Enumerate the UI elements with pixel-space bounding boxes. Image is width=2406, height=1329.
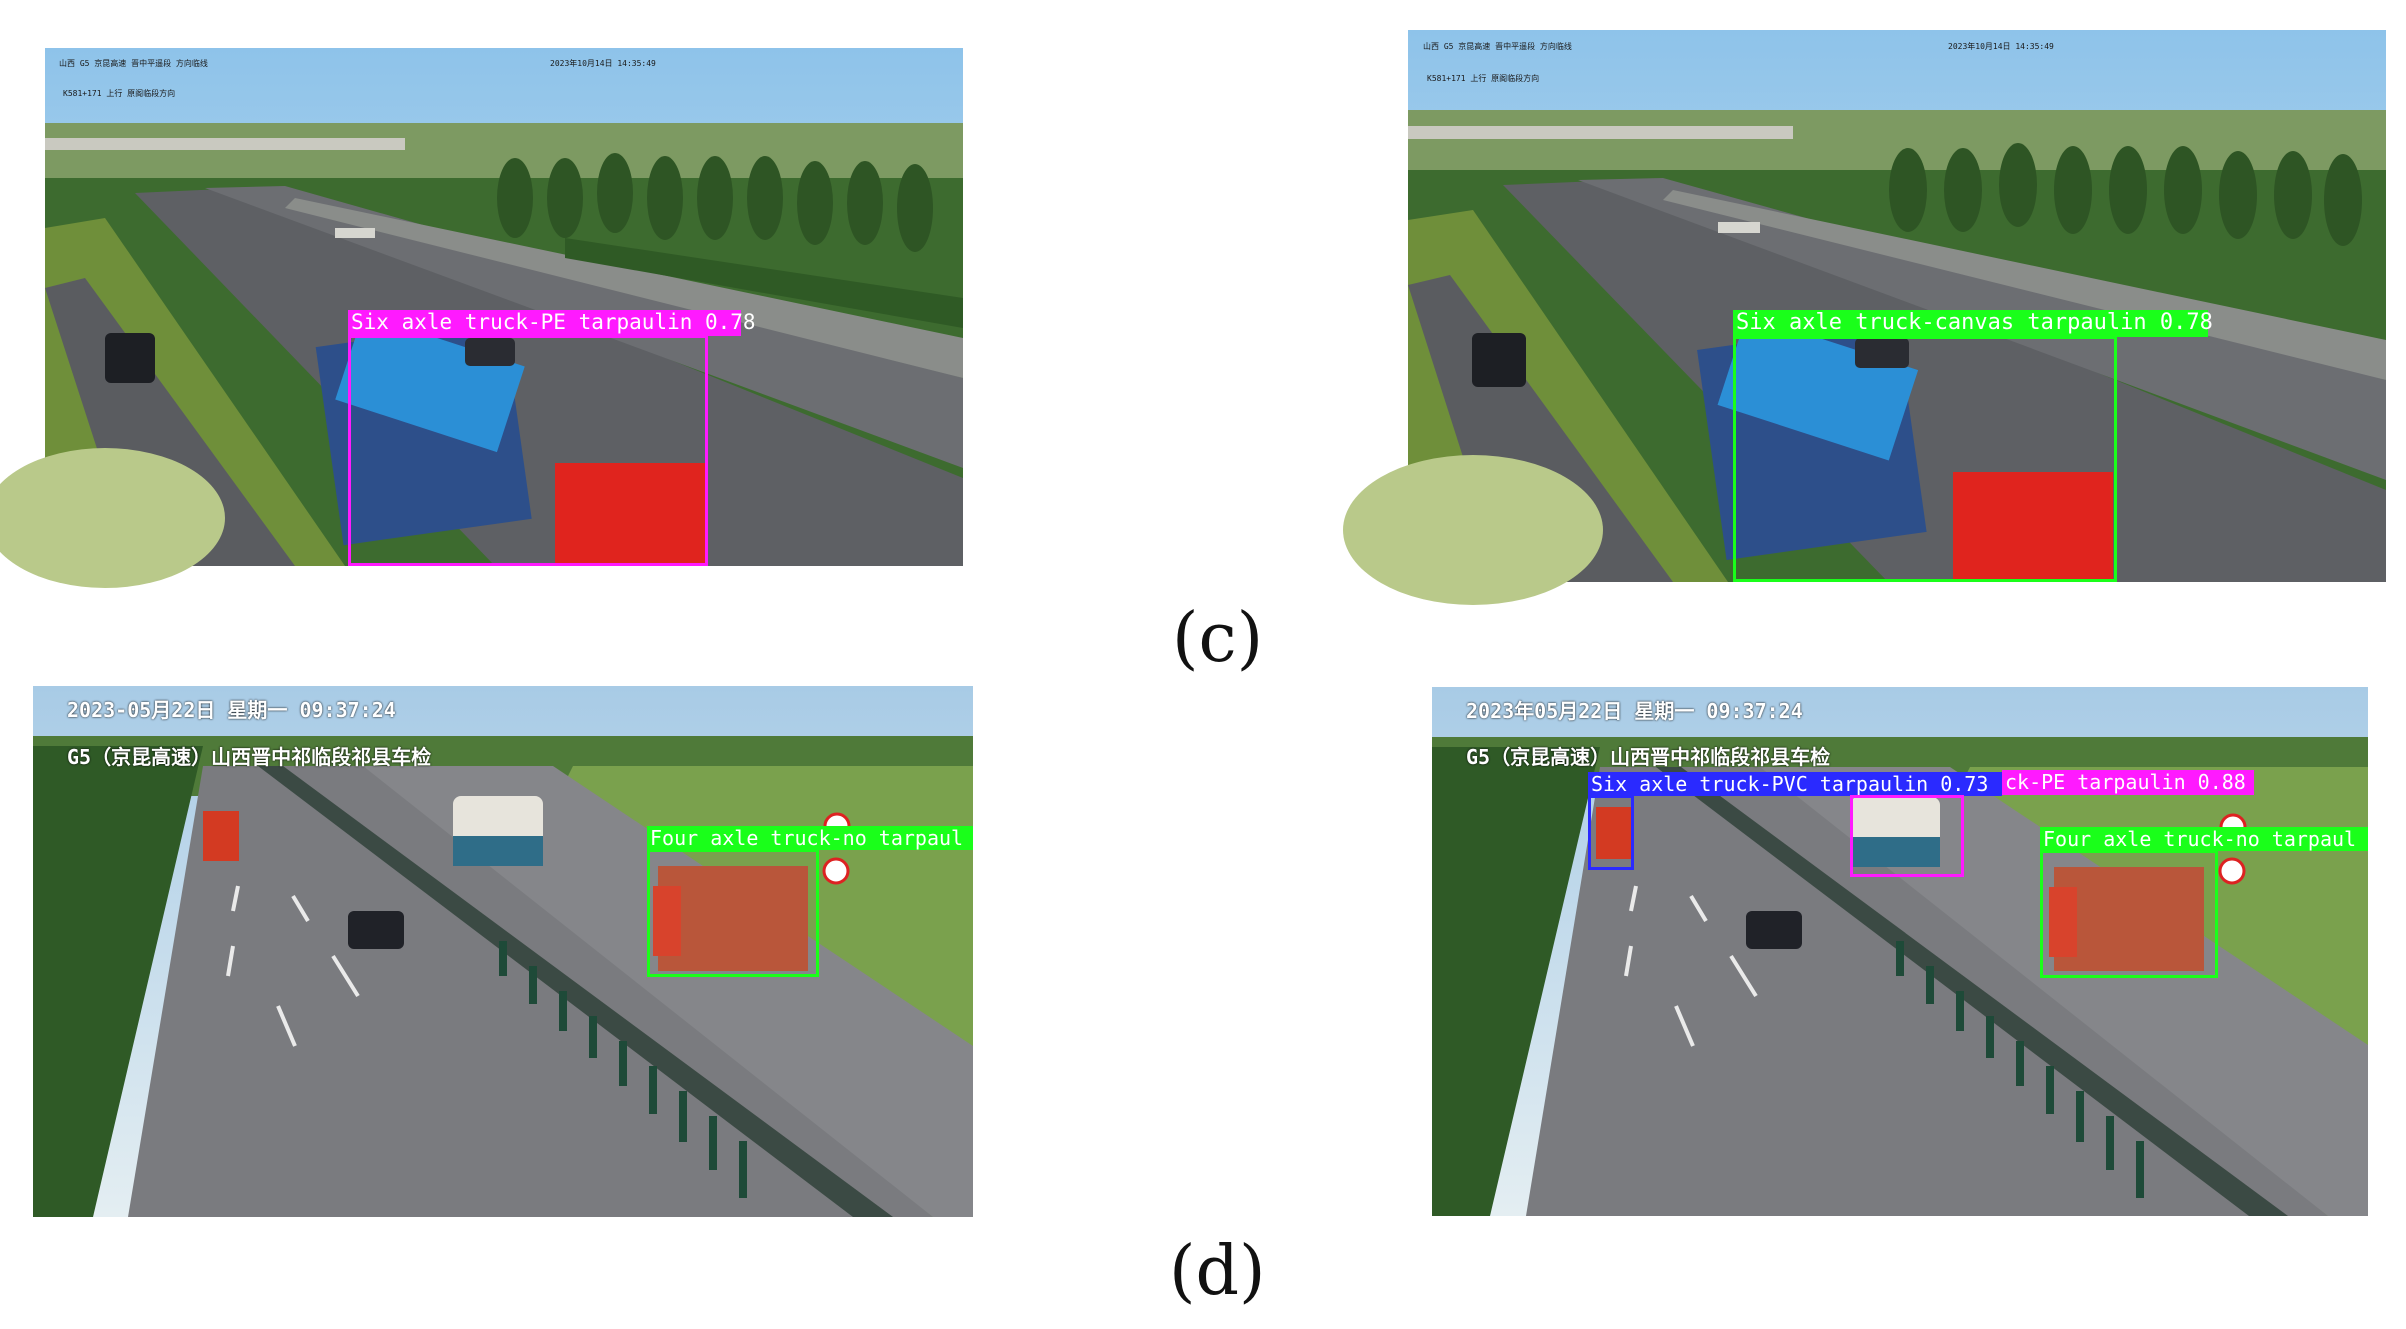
highway-scene-c-right (1343, 30, 2386, 605)
osd-location-d-right: G5（京昆高速）山西晋中祁临段祁县车检 (1466, 745, 1831, 769)
photo-d-right: 2023年05月22日 星期一 09:37:24 G5（京昆高速）山西晋中祁临段… (1432, 687, 2368, 1216)
detection-label-c-left-truck: Six axle truck-PE tarpaulin 0.78 (348, 310, 756, 336)
highway-scene-c-left (0, 48, 963, 588)
osd-timestamp-c-left: 2023年10月14日 14:35:49 (550, 59, 656, 68)
detection-box-c-right-truck (1733, 336, 2117, 582)
detection-box-c-left-truck (348, 335, 708, 566)
detection-label-d-right-truck-pvc: Six axle truck-PVC tarpaulin 0.73 (1588, 772, 2002, 796)
osd-timestamp-c-right: 2023年10月14日 14:35:49 (1948, 42, 2054, 51)
detection-box-d-right-truck-none (2040, 850, 2218, 978)
photo-c-left: 山西 G5 京昆高速 晋中平遥段 方向临线 2023年10月14日 14:35:… (0, 48, 963, 588)
osd-location-d-left: G5（京昆高速）山西晋中祁临段祁县车检 (67, 745, 432, 769)
photo-d-left: 2023-05月22日 星期一 09:37:24 G5（京昆高速）山西晋中祁临段… (33, 686, 973, 1217)
osd-milepost-c-right: K581+171 上行 原阁临段方向 (1427, 74, 1540, 83)
osd-timestamp-d-left: 2023-05月22日 星期一 09:37:24 (67, 698, 396, 722)
detection-box-d-left-truck (647, 849, 819, 977)
photo-c-right: 山西 G5 京昆高速 晋中平遥段 方向临线 2023年10月14日 14:35:… (1343, 30, 2386, 605)
osd-location-c-right: 山西 G5 京昆高速 晋中平遥段 方向临线 (1423, 42, 1572, 51)
detection-box-d-right-truck-pe (1850, 795, 1964, 877)
detection-label-c-right-truck: Six axle truck-canvas tarpaulin 0.78 (1733, 310, 2213, 337)
osd-milepost-c-left: K581+171 上行 原阁临段方向 (63, 89, 176, 98)
caption-d: (d) (1169, 1232, 1266, 1311)
osd-timestamp-d-right: 2023年05月22日 星期一 09:37:24 (1466, 699, 1803, 723)
osd-location-c-left: 山西 G5 京昆高速 晋中平遥段 方向临线 (59, 59, 208, 68)
detection-box-d-right-truck-pvc (1588, 795, 1634, 870)
caption-c: (c) (1172, 599, 1264, 678)
detection-label-d-left-truck: Four axle truck-no tarpaul (647, 826, 973, 850)
detection-label-d-right-truck-none: Four axle truck-no tarpaul (2040, 827, 2368, 851)
detection-label-d-right-truck-pe: ck-PE tarpaulin 0.88 (2002, 770, 2254, 795)
